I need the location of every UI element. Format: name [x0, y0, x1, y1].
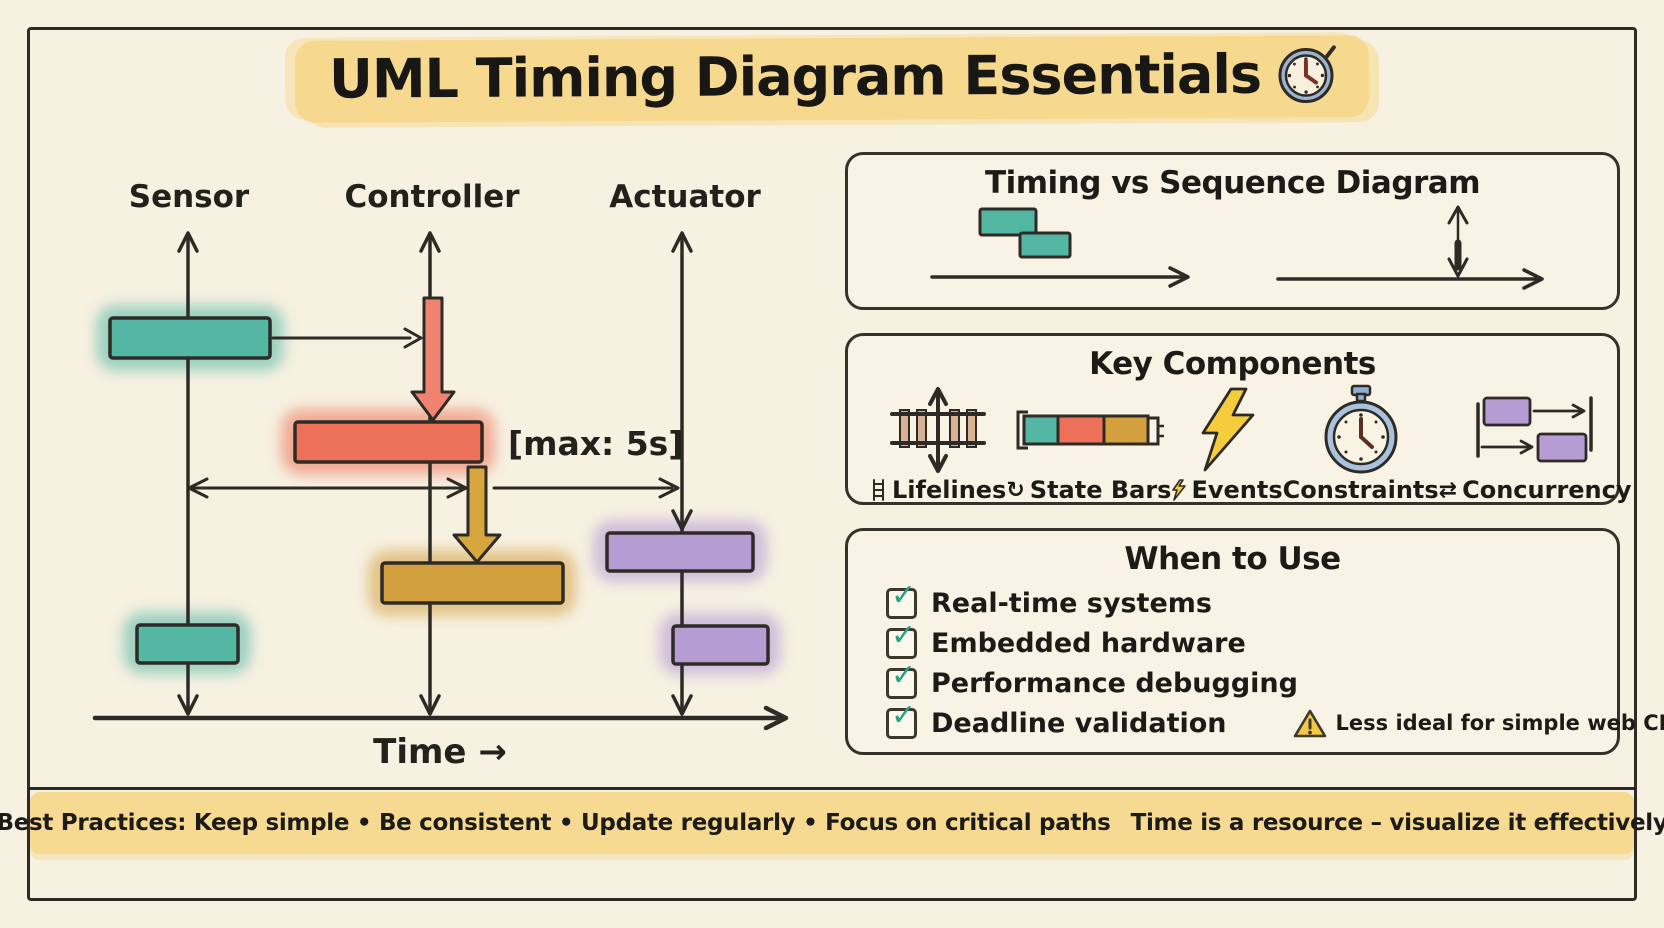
state-bar-sensor-1	[108, 316, 272, 360]
when-to-use-list: ✓ Real-time systems ✓ Embedded hardware …	[886, 578, 1664, 743]
panel-when-to-use: When to Use ✓ Real-time systems ✓ Embedd…	[845, 528, 1664, 755]
best-practices-text: Best Practices: Keep simple • Be consist…	[0, 810, 1111, 836]
stopwatch-icon	[1324, 384, 1398, 474]
component-events: Events	[1171, 386, 1283, 504]
best-practices-bar: Best Practices: Keep simple • Be consist…	[0, 792, 1664, 854]
comparison-minis	[848, 203, 1617, 295]
warning-text: Less ideal for simple web CRUD	[1335, 711, 1664, 735]
checkbox-checked-icon: ✓	[886, 658, 917, 699]
component-label: Concurrency	[1462, 476, 1632, 504]
lifeline-label-sensor: Sensor	[129, 179, 250, 215]
outer-border	[27, 27, 1637, 901]
component-label: Constraints	[1282, 476, 1439, 504]
panel-when-title: When to Use	[1124, 541, 1341, 577]
component-constraints: Constraints	[1282, 384, 1439, 504]
warning-triangle-icon	[1293, 709, 1326, 737]
timing-diagram: Sensor Controller Actuator	[92, 179, 789, 772]
state-bar-sensor-2	[135, 623, 240, 665]
lifeline-label-controller: Controller	[344, 179, 520, 215]
checkbox-checked-icon: ✓	[886, 618, 917, 659]
component-label: State Bars	[1029, 476, 1172, 504]
state-bar-controller-gold	[380, 561, 565, 605]
state-bar-actuator-2	[671, 624, 770, 666]
constraint-label: [max: 5s]	[508, 424, 683, 463]
list-item: ✓ Performance debugging	[886, 658, 1617, 703]
component-label: Events	[1191, 476, 1283, 504]
title-highlight: UML Timing Diagram Essentials	[294, 35, 1370, 123]
railroad-track-icon	[890, 387, 987, 473]
list-item: ✓ Real-time systems	[886, 578, 1617, 623]
page-title: UML Timing Diagram Essentials	[328, 42, 1262, 111]
state-bar-controller-coral	[293, 420, 484, 464]
when-item-label: Embedded hardware	[931, 627, 1246, 659]
footer-divider	[27, 787, 1637, 790]
event-arrow-gold	[452, 465, 502, 564]
list-item: ✓ Embedded hardware	[886, 618, 1617, 663]
fork-join-icon	[1476, 396, 1593, 463]
event-arrow-red	[410, 296, 456, 422]
panel-timing-vs-sequence: Timing vs Sequence Diagram	[845, 152, 1620, 310]
checkbox-checked-icon: ✓	[886, 698, 917, 739]
duration-span-arrows	[187, 477, 680, 499]
time-axis	[92, 705, 789, 731]
component-state-bars: ↻ State Bars	[1006, 386, 1171, 504]
panel-comparison-title: Timing vs Sequence Diagram	[984, 165, 1481, 201]
sequence-mini-diagram-icon	[1276, 205, 1544, 290]
when-item-label: Deadline validation	[931, 707, 1227, 739]
footer-quote-text: Time is a resource – visualize it effect…	[1130, 810, 1664, 836]
message-arrow-sensor-to-controller	[271, 327, 423, 349]
sync-arrows-icon: ⇄	[1438, 477, 1458, 503]
component-lifelines: Lifelines	[870, 386, 1006, 504]
ladder-icon	[873, 479, 884, 501]
bolt-icon	[1172, 479, 1187, 501]
when-item-label: Performance debugging	[931, 667, 1298, 699]
state-bar-actuator-1	[605, 531, 755, 573]
crud-warning: Less ideal for simple web CRUD	[1293, 708, 1664, 739]
time-axis-label: Time →	[373, 732, 507, 772]
when-item-label: Real-time systems	[931, 587, 1212, 619]
list-item: ✓ Deadline validation Less ideal for sim…	[886, 698, 1664, 743]
lifeline-label-actuator: Actuator	[609, 179, 761, 215]
title-row: UML Timing Diagram Essentials	[0, 35, 1664, 123]
timing-mini-diagram-icon	[930, 207, 1190, 288]
panel-key-components: Key Components	[845, 333, 1632, 505]
cycle-arrow-icon: ↻	[1006, 477, 1025, 503]
component-concurrency: ⇄ Concurrency	[1439, 386, 1632, 504]
lightning-bolt-icon	[1201, 387, 1255, 472]
components-row: Lifelines ↻ Stat	[848, 382, 1632, 504]
clock-icon	[1278, 45, 1336, 104]
checkbox-checked-icon: ✓	[886, 578, 917, 619]
component-label: Lifelines	[892, 476, 1007, 504]
state-bars-icon	[1016, 410, 1164, 450]
panel-components-title: Key Components	[1089, 346, 1376, 382]
